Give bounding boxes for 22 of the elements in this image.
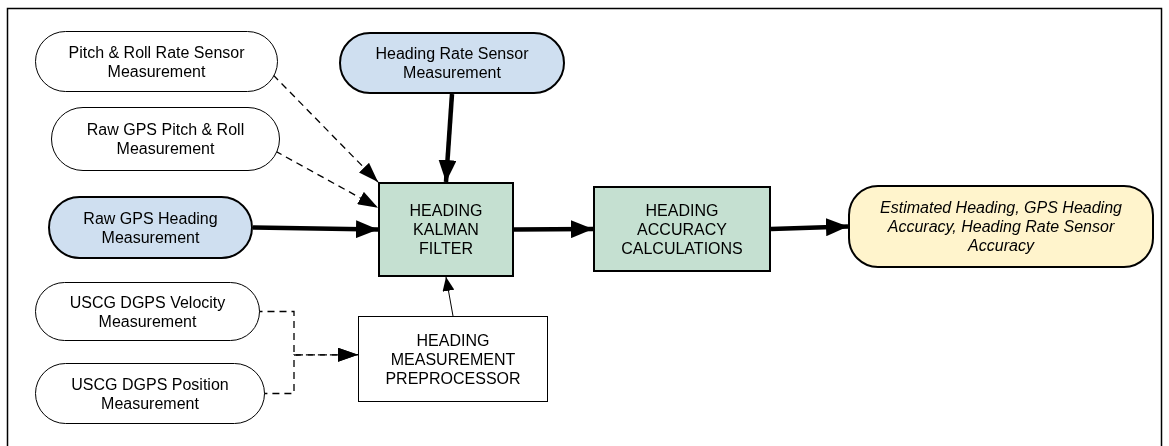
process-box xyxy=(378,182,514,277)
arrow xyxy=(514,220,593,239)
arrow xyxy=(438,93,457,183)
process-box xyxy=(593,186,771,272)
node-label: HEADING ACCURACY CALCULATIONS xyxy=(620,200,744,258)
arrow xyxy=(770,218,849,237)
node-label: Raw GPS Pitch & Roll Measurement xyxy=(85,120,246,158)
process-box xyxy=(358,316,548,402)
arrow xyxy=(252,220,379,239)
node-label: USCG DGPS Position Measurement xyxy=(70,374,230,413)
dashed-arrow xyxy=(272,74,379,183)
input-pill xyxy=(35,31,278,92)
node-label: Estimated Heading, GPS Heading Accuracy, Heading Rate Sensor Accuracy xyxy=(879,198,1123,255)
node-label: USCG DGPS Velocity Measurement xyxy=(68,292,227,331)
node-label: Heading Rate Sensor Measurement xyxy=(374,44,530,82)
node-label: Pitch & Roll Rate Sensor Measurement xyxy=(67,42,246,81)
output-pill xyxy=(848,185,1154,268)
node-label: HEADING KALMAN FILTER xyxy=(408,201,484,258)
dashed-arrow xyxy=(274,150,379,209)
node-label: HEADING MEASUREMENT PREPROCESSOR xyxy=(384,330,522,388)
arrow xyxy=(442,276,455,317)
node-label: Raw GPS Heading Measurement xyxy=(82,208,219,247)
